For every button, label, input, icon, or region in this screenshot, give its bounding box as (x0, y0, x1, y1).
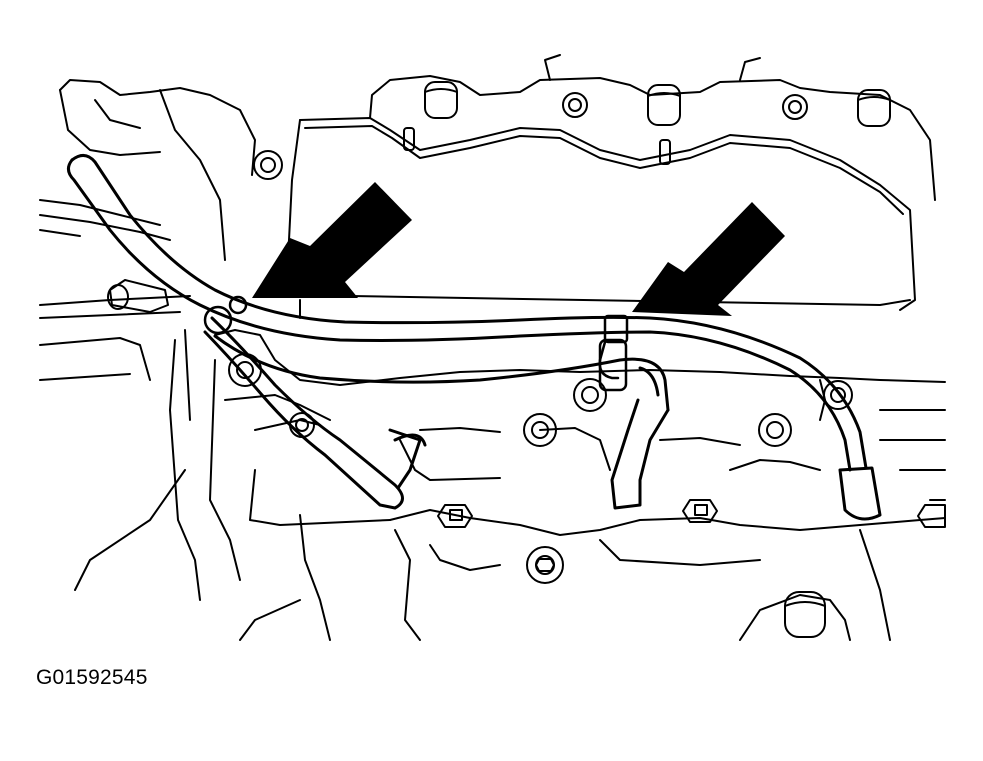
bottom-right-cap (784, 591, 826, 638)
vacuum-hose (67, 154, 882, 521)
cover-studs (403, 81, 891, 165)
callout-arrows (252, 182, 785, 316)
lower-cover (299, 509, 946, 641)
valve-cover (287, 54, 936, 319)
arrow-right (632, 202, 785, 316)
left-engine-structure (39, 79, 391, 641)
hose-connector-left (203, 295, 248, 335)
left-cap-fitting (107, 279, 169, 313)
manifold-bolts (228, 353, 853, 584)
hose-fitting-right (598, 314, 629, 392)
hex-nuts (437, 499, 946, 528)
cover-bolts (253, 92, 808, 180)
figure-id-label: G01592545 (36, 666, 148, 689)
arrow-left (252, 182, 412, 298)
